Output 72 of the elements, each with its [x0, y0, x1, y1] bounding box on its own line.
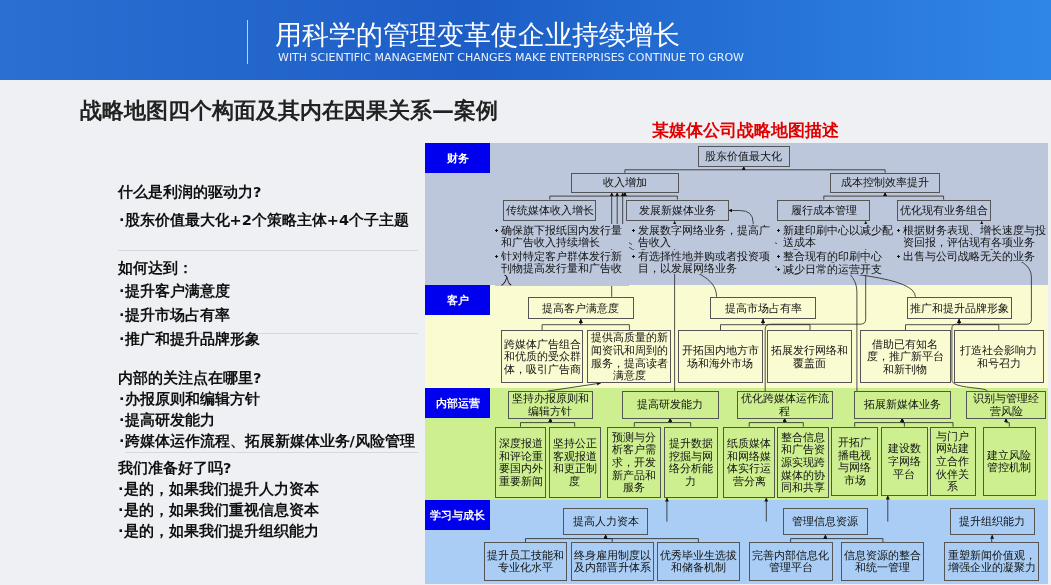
text-box: 建立风险管控机制	[982, 426, 1036, 496]
text-box: 提高市场占有率	[710, 296, 816, 320]
text-box: 纸质媒体和网络媒体实行运营分离	[723, 426, 776, 498]
question-text: 我们准备好了吗?	[118, 459, 232, 478]
layer-label: 内部运营	[425, 388, 490, 418]
layer-label: 学习与成长	[425, 500, 490, 530]
text-box: 打造社会影响力和号召力	[954, 330, 1044, 384]
text-box: 深度报道和评论重要国内外重要新闻	[494, 426, 547, 498]
text-box: 优化跨媒体运作流程	[736, 391, 833, 419]
text-box: 建设数字网络平台	[881, 426, 928, 496]
text-box: 管理信息资源	[782, 507, 868, 536]
text-box: 优化现有业务组合	[896, 199, 991, 222]
text-box: 传统媒体收入增长	[503, 199, 597, 222]
text-box: 预测与分析客户需求，开发新产品和服务	[607, 426, 662, 498]
text-box: 履行成本管理	[777, 199, 871, 222]
bullet-text: ·股东价值最大化+2个策略主体+4个子主题	[119, 211, 409, 230]
text-box: 与门户网站建立合作伙伴关系	[929, 426, 977, 496]
text-box: 识别与管理经营风险	[966, 391, 1046, 419]
text-box: 推广和提升品牌形象	[906, 296, 1012, 320]
text-box: 优秀毕业生选拔和储备机制	[656, 542, 740, 581]
text-box: 重塑新闻价值观，增强企业的凝聚力	[944, 542, 1040, 581]
layer-band	[425, 285, 1048, 388]
text-box: 提高研发能力	[621, 391, 719, 419]
header-slogan: 用科学的管理变革使企业持续增长	[275, 18, 680, 52]
text-box: 提高客户满意度	[527, 296, 634, 320]
question-text: 什么是利润的驱动力?	[118, 183, 262, 202]
text-box: 完善内部信息化管理平台	[748, 542, 833, 581]
bullet-text: ·提高研发能力	[119, 411, 215, 430]
bullet-text: ·是的，如果我们提升人力资本	[118, 480, 319, 499]
text-box: 提升组织能力	[949, 507, 1035, 536]
bullet-text: ·办报原则和编辑方针	[119, 390, 260, 409]
chart-subtitle: 某媒体公司战略地图描述	[652, 119, 839, 142]
text-box: 开拓广播电视与网络市场	[831, 426, 878, 496]
layer-label: 财务	[425, 143, 490, 173]
bullet-text: 针对特定客户群体发行新刊物提高发行量和广告收入	[494, 249, 630, 286]
bullet-text: ·提升市场占有率	[119, 306, 230, 325]
bullet-text: ·是的，如果我们重视信息资本	[118, 501, 319, 520]
text-box: 股东价值最大化	[697, 145, 790, 167]
layer-band	[425, 388, 1048, 500]
text-box: 坚持公正客观报道和更正制度	[548, 426, 601, 498]
text-box: 整合信息和广告资源实现跨媒体的协同和共享	[777, 426, 830, 498]
text-box: 提高人力资本	[563, 507, 649, 536]
text-box: 提供高质量的新闻资讯和周到的服务，提高读者满意度	[587, 330, 672, 384]
header-subtitle: WITH SCIENTIFIC MANAGEMENT CHANGES MAKE ENTERPRISES CONTINUE TO GROW	[278, 51, 744, 64]
bullet-text: ·跨媒体运作流程、拓展新媒体业务/风险管理	[119, 432, 415, 451]
bullet-text: 根据财务表现、增长速度与投资回报，评估现有各项业务	[896, 224, 1048, 249]
text-box: 信息资源的整合和统一管理	[841, 542, 925, 581]
text-box: 成本控制效率提升	[830, 172, 940, 193]
text-box: 终身雇用制度以及内部晋升体系	[570, 542, 654, 581]
text-box: 拓展新媒体业务	[853, 391, 951, 419]
layer-label: 客户	[425, 285, 490, 315]
text-box: 拓展发行网络和覆盖面	[767, 330, 853, 384]
text-box: 跨媒体广告组合和优质的受众群体，吸引广告商	[501, 330, 583, 384]
text-box: 收入增加	[570, 172, 680, 193]
layer-band	[425, 143, 1048, 285]
text-box: 发展新媒体业务	[626, 199, 729, 222]
page-title: 战略地图四个构面及其内在因果关系—案例	[80, 97, 498, 125]
bullet-text: ·是的，如果我们提升组织能力	[118, 522, 319, 541]
text-box: 提升员工技能和专业化水平	[483, 542, 568, 581]
bullet-text: 有选择性地并购或者投资项目，以发展网络业务	[631, 249, 776, 274]
bullet-text: 发展数字网络业务，提高广告收入	[631, 224, 776, 249]
text-box: 提升数据挖掘与网络分析能力	[663, 426, 718, 498]
question-text: 如何达到：	[118, 259, 193, 278]
bullet-text: ·提升客户满意度	[119, 282, 230, 301]
layer-band	[425, 500, 1048, 584]
text-box: 借助已有知名度，推广新平台和新刊物	[860, 330, 951, 384]
text-box: 开拓国内地方市场和海外市场	[677, 330, 763, 384]
bullet-text: 新建印刷中心以减少配送成本	[777, 224, 895, 249]
bullet-text: 确保旗下报纸国内发行量和广告收入持续增长	[494, 224, 630, 249]
question-text: 内部的关注点在哪里?	[118, 369, 262, 388]
text-box: 坚持办报原则和编辑方针	[507, 391, 593, 419]
bullet-text: ·推广和提升品牌形象	[119, 330, 260, 349]
